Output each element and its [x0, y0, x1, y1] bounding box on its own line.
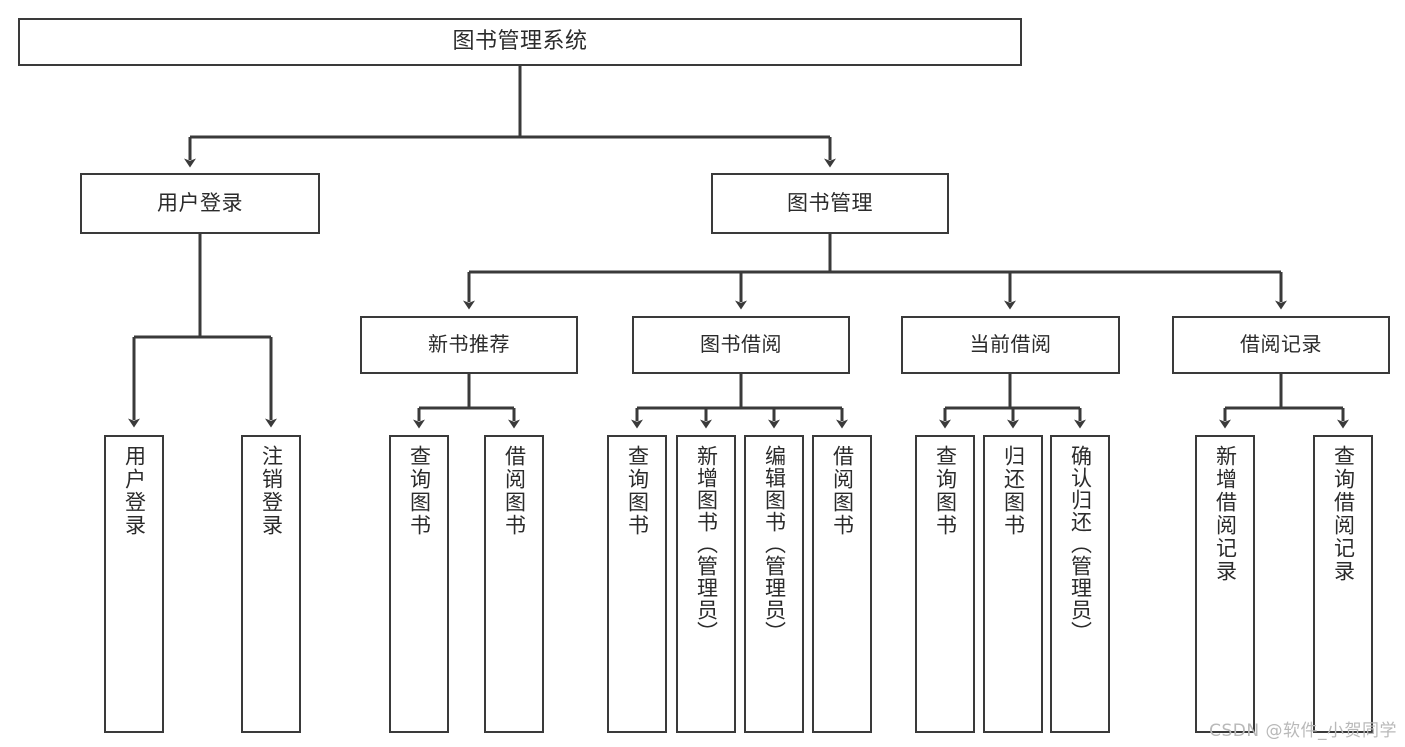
leaf-user-login[interactable]: 用户登录	[104, 435, 164, 733]
leaf-borrow-edit-book-admin-label: 编辑图书（管理员）	[762, 445, 787, 643]
leaf-logout-label: 注销登录	[259, 445, 284, 537]
leaf-current-confirm-return-admin[interactable]: 确认归还（管理员）	[1050, 435, 1110, 733]
leaf-current-query-book[interactable]: 查询图书	[915, 435, 975, 733]
leaf-borrow-borrow-book[interactable]: 借阅图书	[812, 435, 872, 733]
leaf-record-query-record-label: 查询借阅记录	[1331, 445, 1356, 583]
node-new-book-recommend[interactable]: 新书推荐	[360, 316, 578, 374]
leaf-user-login-label: 用户登录	[122, 445, 147, 537]
node-current-borrow[interactable]: 当前借阅	[901, 316, 1120, 374]
node-root-system[interactable]: 图书管理系统	[18, 18, 1022, 66]
csdn-watermark: CSDN @软件_小贺同学	[1209, 721, 1397, 741]
node-new-book-recommend-label: 新书推荐	[428, 332, 510, 357]
leaf-current-return-book-label: 归还图书	[1001, 445, 1026, 537]
leaf-record-add-record[interactable]: 新增借阅记录	[1195, 435, 1255, 733]
node-current-borrow-label: 当前借阅	[969, 332, 1052, 357]
node-book-management-label: 图书管理	[787, 191, 873, 216]
node-borrow-record-label: 借阅记录	[1240, 332, 1322, 357]
leaf-new-book-query-book[interactable]: 查询图书	[389, 435, 449, 733]
node-book-borrow-label: 图书借阅	[700, 332, 782, 357]
leaf-record-add-record-label: 新增借阅记录	[1213, 445, 1238, 583]
node-book-management[interactable]: 图书管理	[711, 173, 949, 234]
leaf-borrow-add-book-admin[interactable]: 新增图书（管理员）	[676, 435, 736, 733]
node-user-login[interactable]: 用户登录	[80, 173, 320, 234]
leaf-borrow-query-book-label: 查询图书	[625, 445, 650, 537]
leaf-new-book-borrow-book[interactable]: 借阅图书	[484, 435, 544, 733]
leaf-current-query-book-label: 查询图书	[933, 445, 958, 537]
leaf-logout[interactable]: 注销登录	[241, 435, 301, 733]
leaf-record-query-record[interactable]: 查询借阅记录	[1313, 435, 1373, 733]
leaf-borrow-query-book[interactable]: 查询图书	[607, 435, 667, 733]
node-user-login-label: 用户登录	[157, 191, 243, 216]
node-book-borrow[interactable]: 图书借阅	[632, 316, 850, 374]
leaf-current-return-book[interactable]: 归还图书	[983, 435, 1043, 733]
leaf-new-book-borrow-book-label: 借阅图书	[502, 445, 527, 537]
leaf-new-book-query-book-label: 查询图书	[407, 445, 432, 537]
leaf-borrow-borrow-book-label: 借阅图书	[830, 445, 855, 537]
leaf-borrow-edit-book-admin[interactable]: 编辑图书（管理员）	[744, 435, 804, 733]
leaf-current-confirm-return-admin-label: 确认归还（管理员）	[1068, 445, 1093, 643]
leaf-borrow-add-book-admin-label: 新增图书（管理员）	[694, 445, 719, 643]
node-root-label: 图书管理系统	[452, 29, 588, 55]
node-borrow-record[interactable]: 借阅记录	[1172, 316, 1390, 374]
